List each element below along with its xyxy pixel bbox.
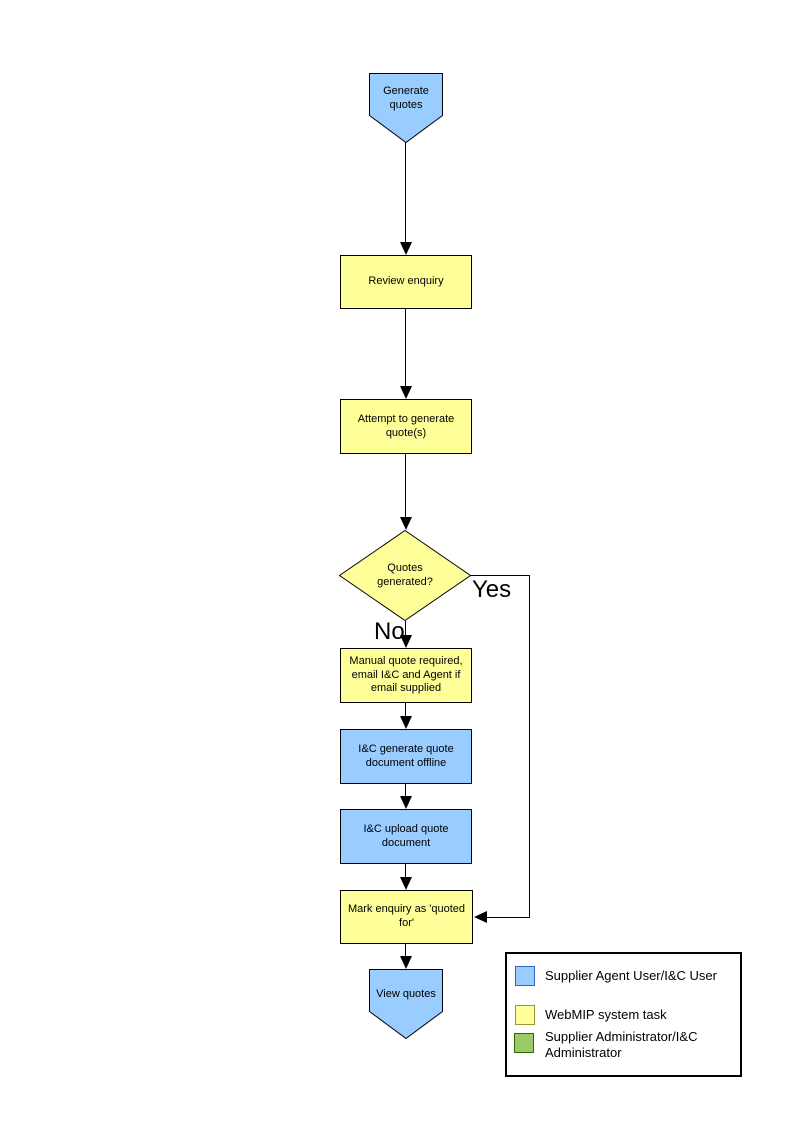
end-terminator-shape	[369, 969, 443, 1039]
connector-decision-manual	[405, 621, 406, 637]
arrowhead-down-icon	[400, 635, 412, 648]
node-mark-enquiry: Mark enquiry as 'quoted for'	[340, 890, 473, 944]
arrowhead-down-icon	[400, 877, 412, 890]
legend-label-system-task: WebMIP system task	[545, 1007, 667, 1022]
legend-swatch-green	[514, 1033, 534, 1053]
decision-diamond-shape	[339, 530, 471, 621]
connector-review-attempt	[405, 309, 406, 387]
yes-branch-line-horizontal	[471, 575, 530, 576]
arrowhead-down-icon	[400, 386, 412, 399]
node-manual-quote: Manual quote required, email I&C and Age…	[340, 648, 472, 703]
arrowhead-left-icon	[474, 911, 487, 923]
connector-manual-generate	[405, 703, 406, 717]
arrowhead-down-icon	[400, 716, 412, 729]
connector-attempt-decision	[405, 454, 406, 518]
node-review-enquiry: Review enquiry	[340, 255, 472, 309]
connector-generate-upload	[405, 784, 406, 798]
connector-mark-end	[405, 944, 406, 958]
arrowhead-down-icon	[400, 796, 412, 809]
legend: Supplier Agent User/I&C User WebMIP syst…	[505, 952, 742, 1077]
yes-branch-label: Yes	[472, 576, 512, 603]
arrowhead-down-icon	[400, 517, 412, 530]
node-upload-document-label: I&C upload quote document	[363, 822, 449, 849]
legend-label-administrator: Supplier Administrator/I&C Administrator	[545, 1029, 698, 1060]
node-mark-enquiry-label: Mark enquiry as 'quoted for'	[347, 903, 466, 929]
node-generate-offline-label: I&C generate quote document offline	[358, 742, 454, 769]
node-attempt-generate-label: Attempt to generate quote(s)	[357, 412, 455, 439]
connector-start-review	[405, 142, 406, 243]
legend-swatch-blue	[515, 966, 535, 986]
node-attempt-generate: Attempt to generate quote(s)	[340, 399, 472, 454]
node-upload-document: I&C upload quote document	[340, 809, 472, 864]
node-manual-quote-label: Manual quote required, email I&C and Age…	[349, 654, 463, 695]
legend-label-agent-user: Supplier Agent User/I&C User	[545, 968, 717, 983]
yes-branch-line-vertical	[529, 575, 530, 918]
no-branch-label: No	[374, 618, 405, 645]
arrowhead-down-icon	[400, 956, 412, 969]
node-generate-offline: I&C generate quote document offline	[340, 729, 472, 784]
legend-swatch-yellow	[515, 1005, 535, 1025]
yes-branch-line-into-box	[487, 917, 530, 918]
arrowhead-down-icon	[400, 242, 412, 255]
start-terminator-shape	[369, 73, 443, 143]
node-review-enquiry-label: Review enquiry	[368, 275, 444, 288]
connector-upload-mark	[405, 864, 406, 878]
